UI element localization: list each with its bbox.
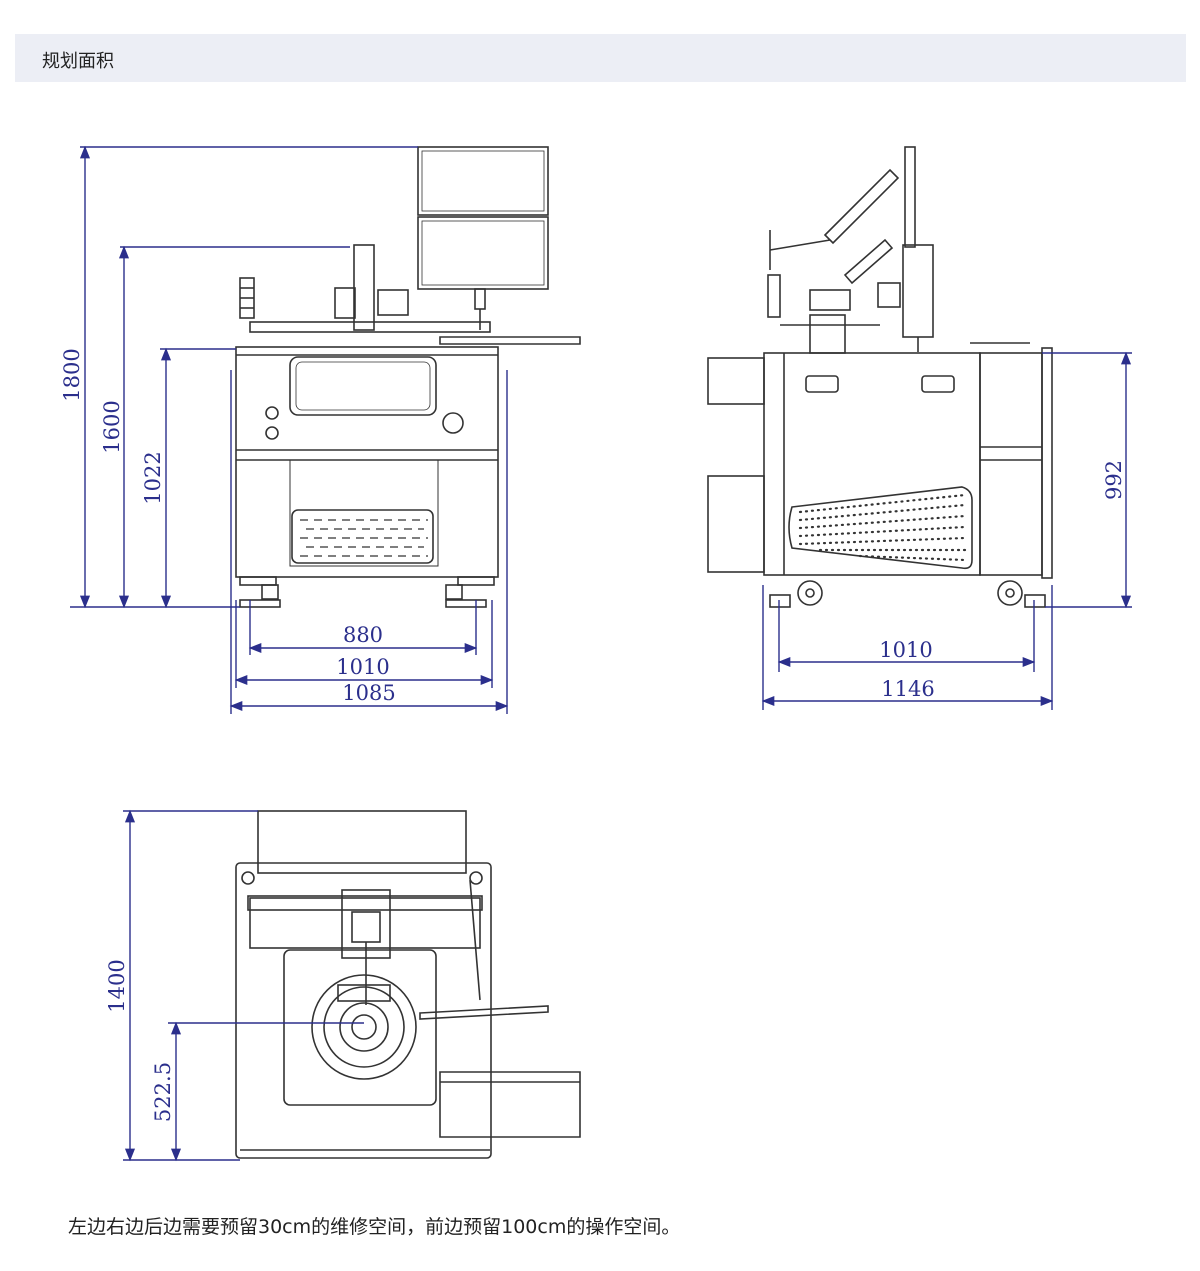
handle-left (805, 375, 839, 393)
monitor-lower-side (902, 244, 934, 338)
rear-panel (257, 810, 467, 874)
handle-right (921, 375, 955, 393)
caster-left (797, 580, 823, 606)
top-dimension-lines (123, 809, 364, 1162)
gantry-column (353, 244, 375, 331)
side-vent (788, 486, 973, 570)
front-view (235, 146, 581, 608)
emergency-stop (442, 412, 464, 434)
monitor-lower (417, 216, 549, 290)
dim-depth-center: 522.5 (151, 1062, 175, 1122)
dim-height-table: 1022 (141, 451, 165, 504)
side-view (707, 146, 1053, 608)
footnote: 左边右边后边需要预留30cm的维修空间，前边预留100cm的操作空间。 (68, 1216, 681, 1238)
monitor-side (904, 146, 916, 248)
caster-right (997, 580, 1023, 606)
monitor-upper (417, 146, 549, 216)
dim-depth-total: 1400 (105, 959, 129, 1012)
top-body (235, 862, 492, 1159)
machine-body (235, 346, 499, 578)
dim-width-body: 1010 (336, 655, 389, 679)
dim-height-total: 1800 (60, 348, 84, 401)
dim-side-width-body: 1010 (879, 638, 932, 662)
leveling-foot-left (239, 599, 281, 608)
dim-width-total: 1085 (342, 681, 395, 705)
front-window (289, 356, 437, 416)
front-tray-top (439, 1071, 581, 1138)
side-cabinet (707, 475, 765, 573)
side-tray-top (419, 1005, 549, 1020)
vent-panel (291, 509, 434, 564)
dim-width-feet: 880 (343, 623, 383, 647)
section-header: 规划面积 (15, 34, 1186, 82)
monitor-arm (823, 168, 900, 245)
side-tray (439, 336, 581, 345)
dim-height-mid: 1600 (100, 400, 124, 453)
top-view (235, 810, 581, 1159)
leveling-foot-right (445, 599, 487, 608)
side-dimension-lines (761, 351, 1132, 710)
rotary-table (311, 974, 417, 1080)
dim-side-height: 992 (1102, 460, 1126, 500)
section-title: 规划面积 (42, 51, 114, 72)
control-box (707, 357, 765, 405)
front-dimension-lines (70, 145, 509, 714)
dim-side-width-total: 1146 (881, 677, 934, 701)
